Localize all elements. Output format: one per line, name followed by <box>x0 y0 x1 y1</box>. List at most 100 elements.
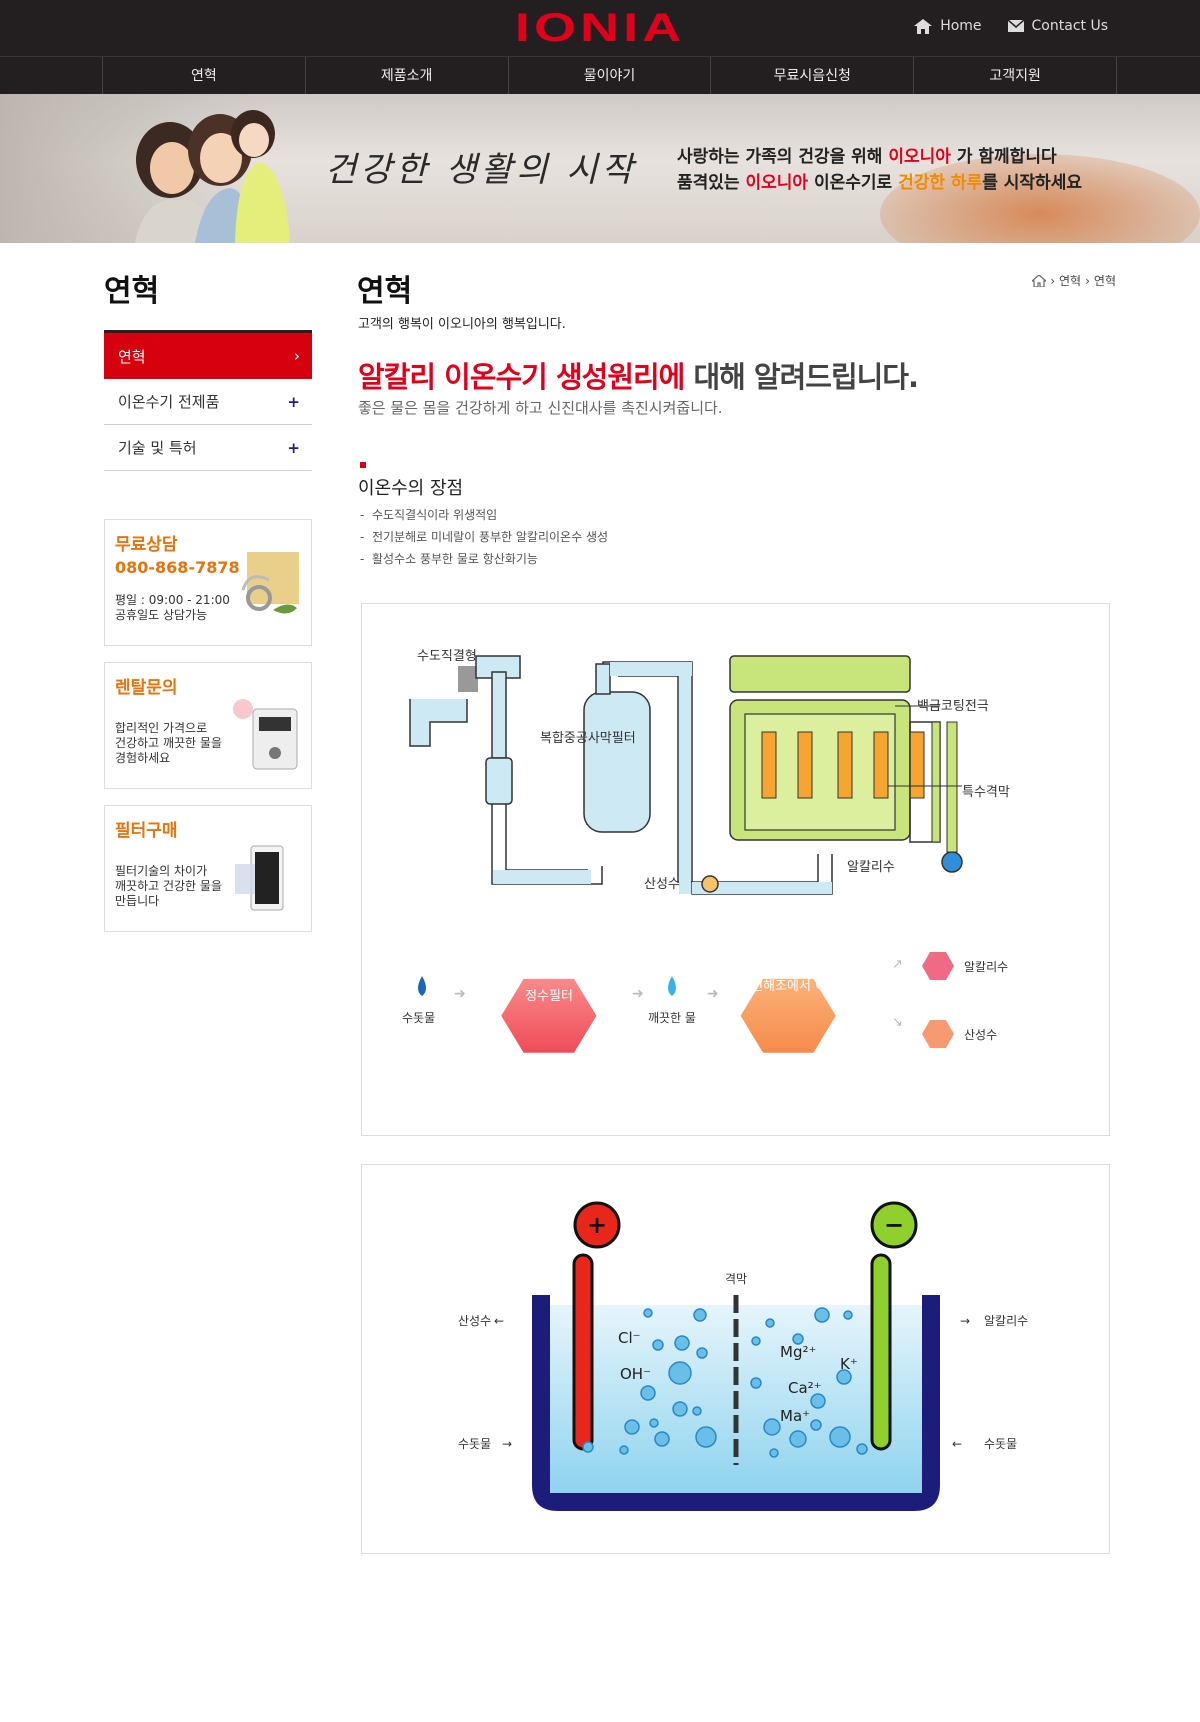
sidebar-item-history[interactable]: 연혁 › <box>104 330 312 379</box>
headline: 알칼리 이온수기 생성원리에 대해 알려드립니다. <box>358 360 919 394</box>
alkali-out-label: 알칼리수 <box>847 860 895 875</box>
page-title: 연혁 <box>357 274 413 309</box>
plus-icon: + <box>587 1211 607 1239</box>
nav-item-free-tasting[interactable]: 무료시음신청 <box>711 57 915 95</box>
arrow-right-icon: ➜ <box>707 986 719 1002</box>
contact-link[interactable]: Contact Us <box>1007 18 1108 34</box>
sidebar-item-technology[interactable]: 기술 및 특허 + <box>104 425 312 471</box>
rental-card[interactable]: 렌탈문의 합리적인 가격으로 건강하고 깨끗한 물을 경험하세요 <box>104 662 312 789</box>
sidebar-item-label: 기술 및 특허 <box>118 439 197 457</box>
nav-item-products[interactable]: 제품소개 <box>306 57 509 95</box>
flow-acid: 산성수 <box>964 1028 997 1042</box>
banner-copy: 사랑하는 가족의 건강을 위해 이오니아 가 함께합니다 품격있는 이오니아 이… <box>677 144 1082 196</box>
arrow-right-icon: ➜ <box>632 986 644 1002</box>
ion-bubbles <box>582 1307 868 1458</box>
sidebar-item-all-products[interactable]: 이온수기 전제품 + <box>104 379 312 425</box>
electrolysis-hex <box>740 978 836 1053</box>
main-nav: 연혁 제품소개 물이야기 무료시음신청 고객지원 <box>0 56 1200 95</box>
arrow-right-icon: ➜ <box>454 986 466 1002</box>
headline-sub: 좋은 물은 몸을 건강하게 하고 신진대사를 촉진시켜줍니다. <box>358 399 723 417</box>
electrode-label: 백금코팅전극 <box>917 699 989 714</box>
minus-icon: − <box>884 1211 904 1239</box>
card-phone: 080-868-7878 <box>115 558 240 577</box>
sidebar-item-label: 이온수기 전제품 <box>118 393 220 411</box>
ion-k: K⁺ <box>840 1355 858 1373</box>
top-links: Home Contact Us <box>914 18 1108 34</box>
anode-terminal <box>573 1201 621 1249</box>
membrane-label: 특수격막 <box>962 785 1010 800</box>
ion-ma: Ma⁺ <box>780 1407 810 1425</box>
ion-cl: Cl⁻ <box>618 1329 641 1347</box>
nav-item-water-story[interactable]: 물이야기 <box>509 57 712 95</box>
list-item: - 전기분해로 미네랄이 풍부한 알칼리이온수 생성 <box>360 530 609 544</box>
membrane-label: 격막 <box>725 1272 747 1286</box>
hero-banner: 건강한 생활의 시작 사랑하는 가족의 건강을 위해 이오니아 가 함께합니다 … <box>0 94 1200 243</box>
flow-alkali: 알칼리수 <box>964 960 1008 974</box>
plus-icon: + <box>287 438 300 457</box>
home-link[interactable]: Home <box>914 18 982 34</box>
flow-electrolysis: 전해조에서 이온분리 <box>751 979 863 994</box>
chevron-right-icon: › <box>294 347 300 365</box>
filter-label: 복합중공사막필터 <box>540 731 636 746</box>
nav-item-support[interactable]: 고객지원 <box>914 57 1117 95</box>
filter-image <box>235 845 284 911</box>
flow-purify-filter: 정수필터 <box>525 989 573 1004</box>
chevron-right-icon: › <box>1085 273 1090 288</box>
alkali-hex <box>922 952 954 980</box>
ionizer-image <box>233 699 298 770</box>
sidebar-item-label: 연혁 <box>118 347 146 366</box>
ionizer-diagram-svg: 수도직결형 복합중공사막필터 백금코팅전극 특수격막 산성수 알칼리수 수돗물 … <box>402 649 1010 1053</box>
tap-label: 수도직결형 <box>417 649 477 664</box>
acid-label: 산성수 <box>458 1314 491 1328</box>
page-subtitle: 고객의 행복이 이오니아의 행복입니다. <box>358 317 566 332</box>
cathode-terminal <box>870 1201 918 1249</box>
ion-oh: OH⁻ <box>620 1365 651 1383</box>
nav-item-history[interactable]: 연혁 <box>103 57 306 95</box>
arrow-left-icon: ← <box>494 1314 504 1328</box>
breadcrumb: › 연혁 › 연혁 <box>1032 272 1116 289</box>
banner-line-2: 품격있는 이오니아 이온수기로 건강한 하루를 시작하세요 <box>677 173 1082 193</box>
arrow-right-icon: → <box>960 1314 970 1328</box>
home-link-label: Home <box>940 18 982 34</box>
home-icon[interactable] <box>1032 274 1047 287</box>
list-item: - 활성수소 풍부한 물로 항산화기능 <box>360 552 538 566</box>
home-icon <box>914 18 933 34</box>
ionizer-diagram: 수도직결형 복합중공사막필터 백금코팅전극 특수격막 산성수 알칼리수 수돗물 … <box>361 603 1110 1136</box>
sidebar-menu: 연혁 › 이온수기 전제품 + 기술 및 특허 + <box>104 330 312 471</box>
arrow-left-icon: ← <box>952 1437 962 1451</box>
contact-link-label: Contact Us <box>1031 18 1108 34</box>
flow-tap-water: 수돗물 <box>402 1011 435 1025</box>
tap-left-label: 수돗물 <box>458 1437 491 1451</box>
arrow-up-right-icon: ↗ <box>892 957 903 972</box>
alkali-label: 알칼리수 <box>984 1314 1028 1328</box>
arrow-down-right-icon: ↘ <box>892 1015 903 1030</box>
water-drop-icon <box>668 976 676 996</box>
logo-text: IONIA <box>514 6 686 50</box>
benefits-list: - 수도직결식이라 위생적임 - 전기분해로 미네랄이 풍부한 알칼리이온수 생… <box>360 504 608 570</box>
top-bar: IONIA Home Contact Us <box>0 0 1200 56</box>
tap-right-label: 수돗물 <box>984 1437 1017 1451</box>
banner-line-1: 사랑하는 가족의 건강을 위해 이오니아 가 함께합니다 <box>677 147 1057 167</box>
card-desc: 합리적인 가격으로 건강하고 깨끗한 물을 경험하세요 <box>115 721 222 765</box>
card-title: 렌탈문의 <box>115 678 178 698</box>
card-desc: 평일 : 09:00 - 21:00 공휴일도 상담가능 <box>115 593 230 622</box>
logo[interactable]: IONIA <box>0 6 1200 51</box>
banner-title: 건강한 생활의 시작 <box>325 150 637 190</box>
breadcrumb-item[interactable]: 연혁 <box>1059 274 1082 288</box>
breadcrumb-item[interactable]: 연혁 <box>1093 274 1116 288</box>
acid-hex <box>922 1020 954 1048</box>
electrolysis-diagram-svg: + − 격막 Cl⁻ OH⁻ Mg²⁺ K⁺ Ca²⁺ Ma⁺ 산성수 ← 수돗… <box>458 1201 1028 1511</box>
consult-card[interactable]: 무료상담 080-868-7878 평일 : 09:00 - 21:00 공휴일… <box>104 519 312 646</box>
filter-card[interactable]: 필터구매 필터기술의 차이가 깨끗하고 건강한 물을 만듭니다 <box>104 805 312 932</box>
acid-out-label: 산성수 <box>644 877 680 892</box>
card-desc: 필터기술의 차이가 깨끗하고 건강한 물을 만듭니다 <box>115 864 222 908</box>
section-title: 이온수의 장점 <box>358 478 464 499</box>
card-title: 필터구매 <box>115 821 178 841</box>
section-bullet <box>360 462 366 468</box>
headset-image <box>241 552 299 614</box>
family-photo <box>135 110 290 243</box>
arrow-right-icon: → <box>502 1437 512 1451</box>
ion-mg: Mg²⁺ <box>780 1343 816 1361</box>
card-title: 무료상담 <box>115 535 178 555</box>
ion-ca: Ca²⁺ <box>788 1379 822 1397</box>
